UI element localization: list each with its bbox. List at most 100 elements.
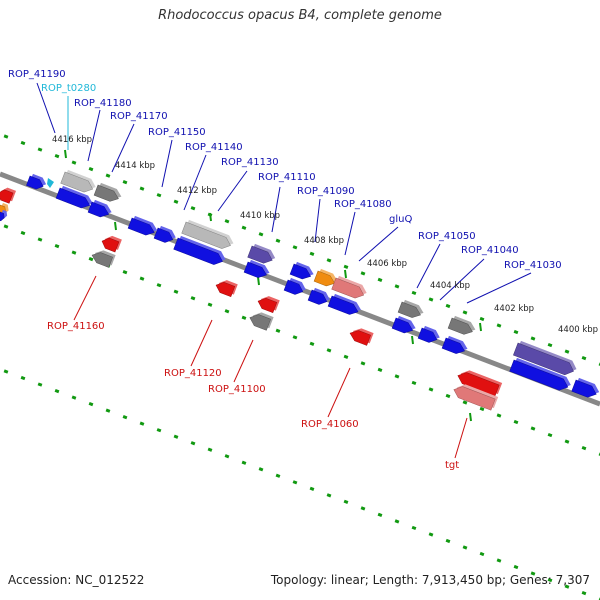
gene-arrow-body	[331, 278, 364, 299]
gene-arrow-outline	[307, 289, 328, 305]
gene-arrow-body	[457, 372, 500, 397]
gene-arrow-body	[216, 282, 235, 297]
ruler-dot	[530, 426, 536, 431]
gene-arrow-body	[442, 338, 465, 354]
ruler-dot	[275, 238, 281, 243]
gene-arrow-body	[284, 280, 303, 295]
ruler-dot	[513, 564, 519, 570]
ruler-dot	[54, 243, 60, 249]
ruler-dot	[496, 558, 502, 563]
ruler-dot	[20, 140, 26, 146]
forward-label-leader	[344, 211, 356, 256]
scale-label: 4404 kbp	[430, 281, 470, 291]
ruler-tick	[479, 322, 482, 332]
gene-arrow-outline	[289, 263, 312, 280]
ruler-dot	[309, 251, 315, 256]
ruler-dot	[479, 551, 485, 557]
gene-arrow-body	[0, 212, 5, 221]
ruler-dot	[190, 441, 196, 446]
scale-label: 4406 kbp	[367, 259, 407, 269]
ruler-dot	[547, 342, 553, 348]
ruler-dot	[88, 402, 94, 407]
forward-gene-label: ROP_41150	[148, 127, 206, 138]
ruler-dot	[292, 245, 298, 250]
gene-arrow-outline	[327, 295, 359, 315]
gene-arrow-outline	[55, 187, 91, 209]
reverse-gene-arrow	[91, 250, 116, 268]
reverse-label-leader	[190, 319, 213, 367]
gene-arrow-body	[247, 246, 273, 264]
forward-gene-label: ROP_41090	[297, 186, 355, 197]
ruler-dot	[496, 413, 502, 418]
gene-arrow-outline	[571, 379, 597, 398]
gene-labels: ROP_41190ROP_t0280ROP_41180ROP_41170ROP_…	[8, 69, 562, 471]
gene-arrow-body	[350, 330, 371, 346]
forward-gene-label: ROP_41130	[221, 157, 279, 168]
ruler-dot	[139, 421, 145, 426]
forward-gene-label: ROP_41040	[461, 245, 519, 256]
forward-gene-arrow	[283, 277, 306, 295]
label-leader-lines	[36, 82, 532, 459]
forward-label-leader	[87, 109, 101, 162]
ruler-dot	[462, 310, 468, 315]
reverse-label-leader	[327, 367, 351, 418]
ruler-dot	[377, 277, 383, 283]
forward-gene-arrow	[307, 287, 330, 305]
ruler-dot	[71, 395, 77, 400]
forward-label-leader	[271, 186, 281, 233]
forward-gene-arrow	[327, 293, 361, 315]
gene-arrow-body	[258, 298, 277, 313]
gene-arrow-outline	[247, 245, 273, 264]
ruler-dot	[190, 296, 196, 301]
gene-arrow-outline	[0, 211, 5, 222]
forward-gene-arrow	[55, 185, 93, 209]
gene-arrow-outline	[331, 277, 365, 299]
ruler-dot	[241, 460, 247, 465]
gene-arrow-outline	[0, 189, 14, 204]
gene-arrow-outline	[397, 301, 421, 318]
gene-arrow-outline	[447, 317, 473, 335]
ruler-dot	[292, 480, 298, 485]
ruler-dot	[20, 230, 26, 236]
ruler-dot	[581, 445, 587, 451]
ruler-dot	[105, 173, 111, 178]
ruler-dot	[156, 428, 162, 433]
forward-label-leader	[314, 198, 321, 243]
gene-arrow-outline	[513, 342, 574, 376]
gene-arrow-body	[181, 222, 231, 249]
gene-arrow-body	[418, 328, 437, 343]
forward-gene-arrow	[289, 261, 314, 280]
ruler-dot	[173, 434, 179, 439]
ruler-tick	[114, 221, 117, 231]
forward-gene-arrow	[181, 219, 234, 249]
forward-gene-arrow	[417, 325, 440, 343]
gene-arrow-body	[128, 218, 155, 236]
ruler-dot	[275, 328, 281, 333]
forward-gene-label: ROP_41080	[334, 199, 392, 210]
ruler-dot	[428, 387, 434, 392]
reverse-gene-arrow	[0, 187, 17, 204]
ruler-dot	[54, 153, 60, 159]
ruler-dot	[445, 393, 451, 399]
ruler-dot	[530, 571, 536, 576]
ruler-dot	[564, 349, 570, 354]
forward-gene-arrow	[173, 235, 226, 265]
forward-gene-label: ROP_41170	[110, 111, 168, 122]
gene-arrow-body	[88, 202, 109, 217]
gene-arrow-body	[314, 271, 335, 286]
reverse-gene-label: ROP_41100	[208, 384, 266, 395]
gene-arrow-body	[244, 262, 267, 278]
gene-arrow-outline	[215, 281, 236, 298]
gene-arrow-body	[308, 290, 327, 305]
reverse-gene-arrow	[453, 384, 499, 411]
forward-gene-arrow	[26, 173, 47, 190]
reverse-gene-label: tgt	[445, 460, 459, 471]
ruler-dot	[292, 335, 298, 340]
ruler-dot	[173, 199, 179, 204]
ruler-dot	[190, 206, 196, 211]
ruler-dot	[37, 237, 43, 242]
ruler-dot	[3, 224, 9, 229]
gene-arrow-body	[509, 360, 568, 391]
ruler-dot	[71, 250, 77, 255]
ruler-dot	[326, 348, 332, 353]
